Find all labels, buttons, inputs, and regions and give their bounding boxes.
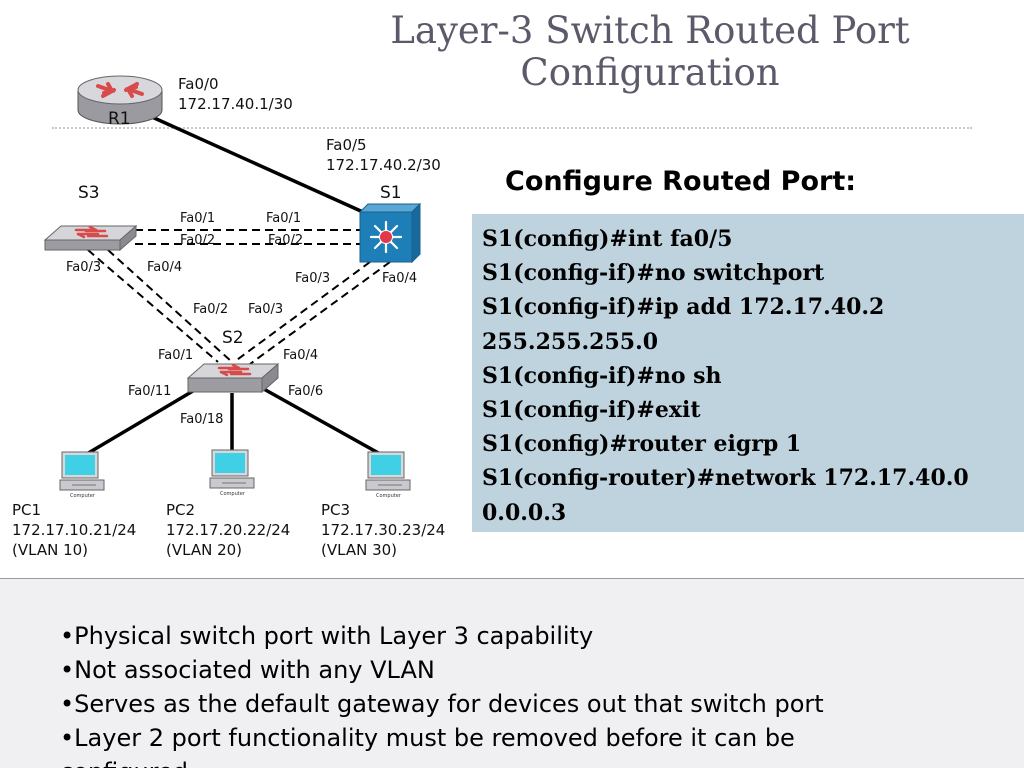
s1-fa01-label: Fa0/1 (266, 211, 301, 226)
bullet-4: •Layer 2 port functionality must be remo… (60, 724, 795, 752)
pc2-name: PC2 (166, 501, 195, 519)
link-s3-s2-fa03 (87, 249, 219, 363)
notes-panel: •Physical switch port with Layer 3 capab… (0, 578, 1024, 768)
bullet-5: configured (60, 755, 1024, 768)
pc1-computer-icon (59, 451, 105, 491)
r1-name: R1 (108, 109, 131, 129)
config-line-3: S1(config-if)#ip add 172.17.40.2 (482, 294, 885, 321)
pc3-caption: Computer (376, 493, 402, 499)
s2-fa03-label: Fa0/3 (248, 302, 283, 317)
link-r1-s1 (151, 115, 364, 214)
config-line-4: 255.255.255.0 (482, 328, 659, 355)
s1-name: S1 (380, 183, 402, 203)
r1-port: Fa0/0 (178, 75, 219, 93)
s3-name: S3 (78, 183, 100, 203)
link-s2-pc3 (261, 386, 383, 457)
s3-fa04-label: Fa0/4 (147, 260, 182, 275)
dotted-divider (52, 127, 972, 129)
config-line-7: S1(config)#router eigrp 1 (482, 431, 802, 458)
config-line-5: S1(config-if)#no sh (482, 362, 722, 389)
pc2-vlan: (VLAN 20) (166, 541, 242, 559)
link-s2-pc1 (84, 386, 199, 457)
pc3-ip: 172.17.30.23/24 (321, 521, 445, 539)
pc1-caption: Computer (70, 493, 96, 499)
s3-fa03-label: Fa0/3 (66, 260, 101, 275)
bullet-3: •Serves as the default gateway for devic… (60, 690, 824, 718)
s2-fa011-label: Fa0/11 (128, 384, 171, 399)
s1-fa03-label: Fa0/3 (295, 271, 330, 286)
pc3-vlan: (VLAN 30) (321, 541, 397, 559)
title-line-2: Configuration (520, 51, 780, 94)
config-heading: Configure Routed Port: (505, 166, 857, 197)
pc2-ip: 172.17.20.22/24 (166, 521, 290, 539)
title-line-1: Layer-3 Switch Routed Port (390, 9, 910, 52)
s1-fa02-label: Fa0/2 (268, 233, 303, 248)
s1-uplink-ip: 172.17.40.2/30 (326, 156, 441, 174)
pc1-name: PC1 (12, 501, 41, 519)
pc1-vlan: (VLAN 10) (12, 541, 88, 559)
bullet-1: •Physical switch port with Layer 3 capab… (60, 622, 594, 650)
slide-title: Layer-3 Switch Routed Port Configuration (350, 10, 950, 94)
s2-fa06-label: Fa0/6 (288, 384, 323, 399)
s2-fa01-label: Fa0/1 (158, 348, 193, 363)
pc2-computer-icon (209, 449, 255, 489)
link-s1-s2-fa03 (233, 261, 371, 363)
s1-uplink-port: Fa0/5 (326, 136, 367, 154)
pc3-name: PC3 (321, 501, 350, 519)
s2-fa02-label: Fa0/2 (193, 302, 228, 317)
switch-s3-icon (43, 224, 138, 252)
link-s3-s2-fa04 (107, 249, 233, 363)
router-r1-icon (77, 75, 163, 125)
network-topology-diagram: R1 Fa0/0 172.17.40.1/30 S1 Fa0/5 172.17.… (12, 75, 445, 559)
config-line-9: 0.0.0.3 (482, 499, 567, 526)
multilayer-switch-s1-icon (358, 202, 422, 264)
s2-fa018-label: Fa0/18 (180, 412, 223, 427)
s2-fa04-label: Fa0/4 (283, 348, 318, 363)
s3-fa02-label: Fa0/2 (180, 233, 215, 248)
config-command-box: S1(config)#int fa0/5 S1(config-if)#no sw… (472, 214, 1024, 532)
s2-name: S2 (222, 328, 244, 348)
pc3-computer-icon (365, 451, 411, 491)
s1-fa04-label: Fa0/4 (382, 271, 417, 286)
switch-s2-icon (186, 362, 280, 394)
config-line-6: S1(config-if)#exit (482, 397, 701, 424)
s3-fa01-label: Fa0/1 (180, 211, 215, 226)
config-line-2: S1(config-if)#no switchport (482, 260, 825, 287)
config-line-1: S1(config)#int fa0/5 (482, 226, 733, 252)
config-line-8: S1(config-router)#network 172.17.40.0 (482, 465, 969, 492)
pc1-ip: 172.17.10.21/24 (12, 521, 136, 539)
link-s1-s2-fa04 (249, 261, 391, 365)
bullet-2: •Not associated with any VLAN (60, 656, 435, 684)
r1-ip: 172.17.40.1/30 (178, 95, 293, 113)
pc2-caption: Computer (220, 491, 246, 497)
